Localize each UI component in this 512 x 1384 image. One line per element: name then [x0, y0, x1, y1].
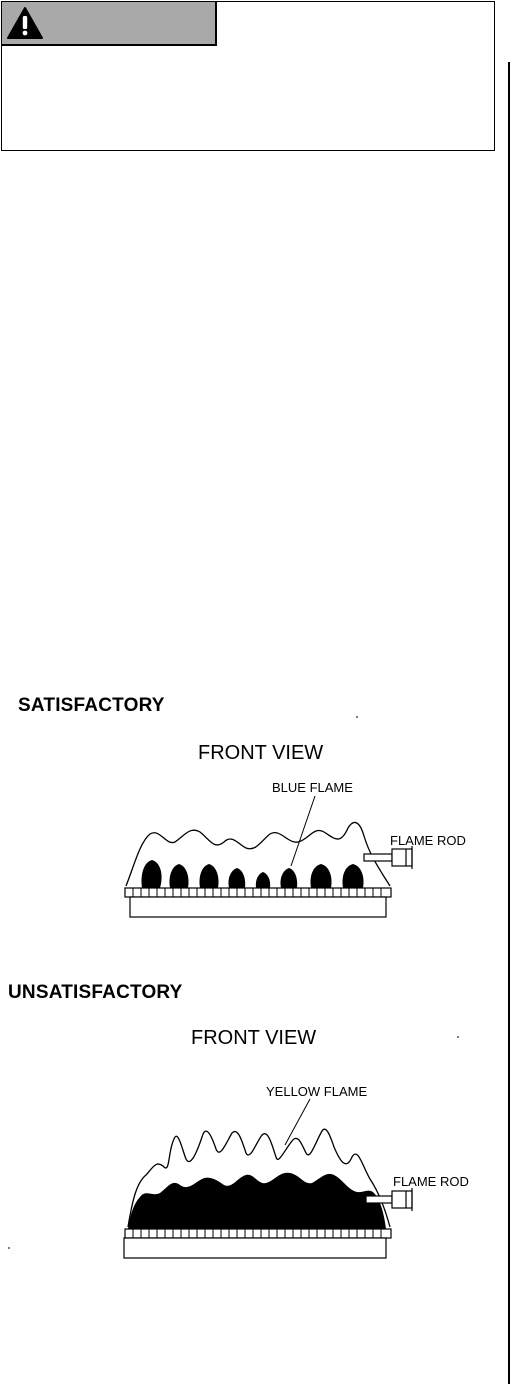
flame-envelope-outline	[127, 1128, 391, 1228]
satisfactory-heading: SATISFACTORY	[18, 695, 165, 716]
page-margin-rule	[508, 62, 510, 1384]
unsatisfactory-flame-rod-label: FLAME ROD	[393, 1174, 469, 1189]
scan-speck	[457, 1036, 459, 1038]
warning-triangle-icon	[7, 7, 43, 39]
scan-speck	[8, 1247, 10, 1249]
unsatisfactory-heading: UNSATISFACTORY	[8, 982, 183, 1003]
burner-body	[129, 896, 387, 918]
blue-flame-cones	[141, 860, 364, 888]
satisfactory-view-title: FRONT VIEW	[198, 742, 324, 764]
yellow-flame-mass	[128, 1172, 386, 1229]
burner-body	[123, 1237, 387, 1259]
flame-rod	[365, 1188, 413, 1211]
warning-header	[2, 2, 217, 46]
yellow-flame-label: YELLOW FLAME	[266, 1084, 367, 1099]
burner-ports	[132, 1229, 382, 1238]
blue-flame-label: BLUE FLAME	[272, 780, 353, 795]
blue-flame-leader	[290, 795, 316, 867]
scan-speck	[356, 716, 358, 718]
unsatisfactory-view-title: FRONT VIEW	[191, 1027, 317, 1049]
warning-box	[1, 1, 495, 151]
burner-ports	[132, 888, 382, 897]
yellow-flame-leader	[284, 1098, 311, 1146]
flame-rod	[363, 846, 413, 869]
satisfactory-burner-diagram: BLUE FLAME FLAME ROD	[124, 780, 466, 918]
flame-envelope-outline	[125, 821, 391, 887]
satisfactory-flame-rod-label: FLAME ROD	[390, 833, 466, 848]
unsatisfactory-burner-diagram: YELLOW FLAME FLAME ROD	[123, 1084, 469, 1259]
